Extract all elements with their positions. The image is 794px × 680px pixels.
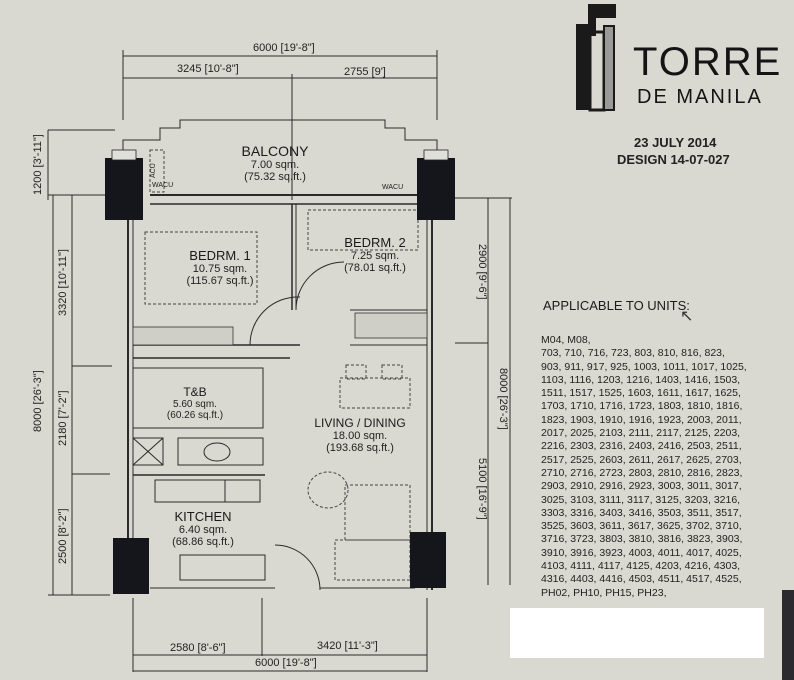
room-area-sqm: 10.75 sqm.	[192, 263, 248, 275]
room-area-sqft: (193.68 sq.ft.)	[326, 442, 394, 454]
room-area-sqm: 7.25 sqm.	[350, 250, 400, 262]
room-name: BEDRM. 2	[344, 235, 406, 250]
room-area-sqm: 7.00 sqm.	[250, 159, 300, 171]
room-kitchen: KITCHEN 6.40 sqm. (68.86 sq.ft.)	[158, 509, 248, 548]
redacted-area	[510, 608, 764, 658]
dim-bottom-total: 6000 [19'-8"]	[255, 657, 317, 669]
dim-left-bedroom: 3320 [10'-11"]	[57, 249, 69, 316]
dim-left-kitchen: 2500 [8'-2"]	[57, 508, 69, 564]
dim-top-total: 6000 [19'-8"]	[253, 42, 315, 54]
units-list: M04, M08, 703, 710, 716, 723, 803, 810, …	[541, 334, 747, 599]
room-balcony: BALCONY 7.00 sqm. (75.32 sq.ft.)	[215, 143, 335, 183]
brand-name-line2: DE MANILA	[637, 86, 763, 108]
room-tb: T&B 5.60 sqm. (60.26 sq.ft.)	[160, 385, 230, 421]
room-area-sqm: 6.40 sqm.	[178, 524, 228, 536]
dim-left-total: 8000 [26'-3"]	[32, 370, 44, 432]
dim-top-right: 2755 [9']	[344, 66, 386, 78]
wacu-label-left: WACU	[152, 182, 174, 189]
dim-top-left: 3245 [10'-8"]	[177, 63, 239, 75]
room-name: BALCONY	[241, 143, 309, 159]
dim-left-balcony: 1200 [3'-11"]	[32, 134, 44, 195]
room-area-sqft: (78.01 sq.ft.)	[344, 262, 406, 274]
room-name: LIVING / DINING	[314, 416, 406, 430]
room-name: KITCHEN	[174, 509, 232, 524]
dim-right-bedroom: 2900 [9'-6"]	[476, 244, 488, 300]
room-bedroom-2: BEDRM. 2 7.25 sqm. (78.01 sq.ft.)	[325, 235, 425, 274]
plan-design-code: DESIGN 14-07-027	[617, 152, 730, 167]
brand-name-line1: TORRE	[633, 40, 783, 84]
room-name: BEDRM. 1	[189, 248, 251, 263]
plan-date: 23 JULY 2014	[634, 135, 717, 150]
logo-mark-icon	[576, 4, 616, 112]
units-title: APPLICABLE TO UNITS:	[543, 298, 690, 313]
dim-bottom-right: 3420 [11'-3"]	[317, 640, 378, 652]
acu-label: ACU	[150, 163, 157, 178]
dim-left-tb: 2180 [7'-2"]	[57, 390, 69, 446]
mouse-cursor-icon: ↖	[680, 308, 694, 325]
dim-right-living: 5100 [16'-9"]	[476, 458, 488, 520]
room-bedroom-1: BEDRM. 1 10.75 sqm. (115.67 sq.ft.)	[170, 248, 270, 287]
room-area-sqm: 18.00 sqm.	[332, 430, 388, 442]
wacu-label-right: WACU	[382, 184, 404, 191]
room-living-dining: LIVING / DINING 18.00 sqm. (193.68 sq.ft…	[300, 416, 420, 454]
room-area-sqm: 5.60 sqm.	[173, 399, 217, 410]
room-area-sqft: (60.26 sq.ft.)	[166, 410, 224, 421]
dim-bottom-left: 2580 [8'-6"]	[170, 642, 226, 654]
room-area-sqft: (75.32 sq.ft.)	[244, 171, 306, 183]
room-area-sqft: (115.67 sq.ft.)	[186, 275, 254, 287]
screen-edge	[782, 590, 794, 680]
dim-right-total: 8000 [26'-3"]	[497, 368, 509, 430]
room-name: T&B	[183, 385, 207, 399]
room-area-sqft: (68.86 sq.ft.)	[172, 536, 234, 548]
